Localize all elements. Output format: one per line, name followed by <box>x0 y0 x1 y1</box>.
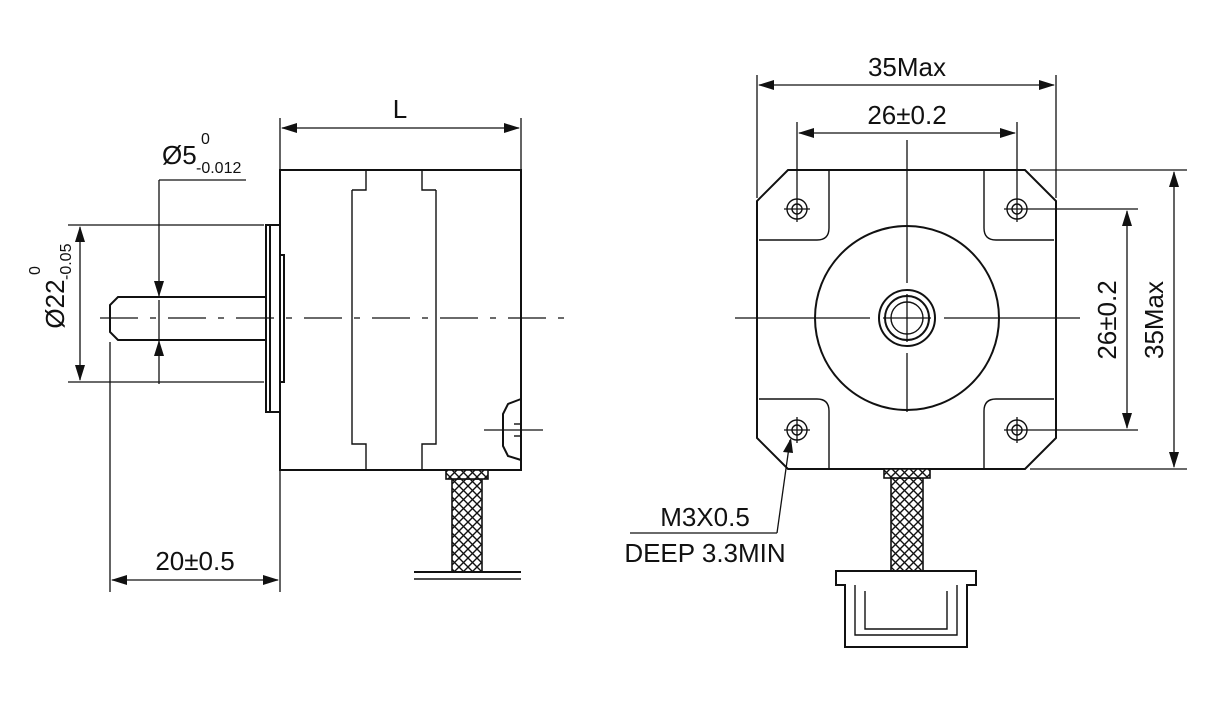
hole-spacing-v-label: 26±0.2 <box>1092 280 1122 359</box>
thread-spec-label: M3X0.5 <box>660 502 750 532</box>
dimension-hole-spacing-v: 26±0.2 <box>1030 208 1138 431</box>
dimension-L: L <box>279 94 522 170</box>
mounting-hole-tr <box>1004 196 1030 222</box>
height-max-label: 35Max <box>1139 281 1169 359</box>
dimension-shaft-diameter: Ø5 0 -0.012 <box>154 131 246 384</box>
cable-collar <box>445 469 489 480</box>
mounting-hole-br <box>1004 417 1030 443</box>
dimension-hole-spacing-h: 26±0.2 <box>796 100 1018 196</box>
pilot-diameter-lower-tol: -0.05 <box>58 243 75 280</box>
dimension-shaft-length: 20±0.5 <box>109 342 281 592</box>
shaft-diameter-lower-tol: -0.012 <box>196 160 241 177</box>
corner-pad-tr <box>983 170 1054 241</box>
front-outline <box>756 169 1057 470</box>
shaft-end-outer <box>878 289 936 347</box>
thread-callout: M3X0.5 DEEP 3.3MIN <box>624 438 793 568</box>
pilot-diameter-label: Ø22 <box>40 279 70 328</box>
motor-body-outline <box>279 169 522 471</box>
corner-pad-tl <box>759 170 830 241</box>
dimension-pilot-diameter: Ø22 0 -0.05 <box>27 224 264 383</box>
dimension-width-max: 35Max <box>756 52 1057 198</box>
dimension-height-max: 35Max <box>1030 169 1187 470</box>
stator-laminations <box>351 170 437 470</box>
shaft-diameter-upper-tol: 0 <box>201 131 210 148</box>
hole-spacing-h-label: 26±0.2 <box>867 100 946 130</box>
width-max-label: 35Max <box>868 52 946 82</box>
connector-latch <box>854 585 958 636</box>
connector <box>835 570 977 648</box>
thread-depth-label: DEEP 3.3MIN <box>624 538 785 568</box>
corner-pad-br <box>983 398 1054 469</box>
mounting-hole-bl <box>784 417 810 443</box>
front-view: 35Max 26±0.2 26±0.2 35Max <box>624 52 1187 648</box>
dimension-L-label: L <box>393 94 407 124</box>
corner-pad-bl <box>759 398 830 469</box>
shaft-diameter-label: Ø5 <box>162 140 197 170</box>
front-cable-sheath <box>890 477 924 572</box>
shaft-length-label: 20±0.5 <box>155 546 234 576</box>
cable-sheath <box>451 478 483 573</box>
front-cable-collar <box>883 468 931 479</box>
pilot-diameter-upper-tol: 0 <box>27 266 44 275</box>
mounting-hole-tl <box>784 196 810 222</box>
side-view: L Ø5 0 -0.012 Ø22 0 -0.05 <box>27 94 566 592</box>
